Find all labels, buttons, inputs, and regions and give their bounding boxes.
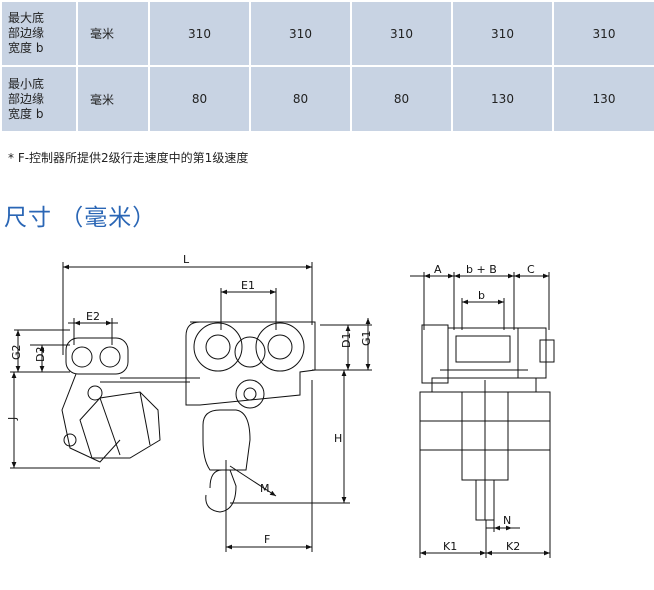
- dim-label-K2: K2: [506, 540, 520, 553]
- row-label: 最小底 部边缘 宽度 b: [0, 65, 78, 133]
- row-unit: 毫米: [76, 0, 150, 67]
- dim-label-b-plus-B: b + B: [466, 263, 497, 276]
- dim-label-E2: E2: [86, 310, 100, 323]
- dim-label-G1: G1: [360, 330, 373, 346]
- table-cell: 310: [249, 0, 352, 67]
- dim-label-G2: G2: [10, 344, 23, 360]
- dim-label-D2: D2: [34, 347, 47, 362]
- footnote: * F-控制器所提供2级行走速度中的第1级速度: [8, 151, 249, 165]
- table-cell: 310: [451, 0, 554, 67]
- table-cell: 310: [552, 0, 654, 67]
- spec-table: 最大底 部边缘 宽度 b 毫米 310 310 310 310 310 最小底 …: [0, 0, 654, 133]
- dim-label-A: A: [434, 263, 442, 276]
- front-view-drawing: [410, 272, 555, 558]
- section-title: 尺寸 （毫米）: [4, 205, 157, 231]
- side-view-drawing: [10, 262, 372, 552]
- dim-label-L: L: [183, 253, 190, 266]
- row-unit: 毫米: [76, 65, 150, 133]
- dim-label-E1: E1: [241, 279, 255, 292]
- table-cell: 310: [350, 0, 453, 67]
- table-cell: 310: [148, 0, 251, 67]
- table-cell: 80: [148, 65, 251, 133]
- dim-label-H: H: [334, 432, 342, 445]
- table-row: 最大底 部边缘 宽度 b 毫米 310 310 310 310 310: [0, 0, 654, 67]
- table-cell: 80: [249, 65, 352, 133]
- dim-label-b: b: [478, 289, 485, 302]
- table-cell: 130: [451, 65, 554, 133]
- dimension-drawing: L E1 E2 G2 D2 J D1 G1 H M F: [6, 253, 555, 558]
- table-cell: 80: [350, 65, 453, 133]
- row-label: 最大底 部边缘 宽度 b: [0, 0, 78, 67]
- dim-label-D1: D1: [340, 333, 353, 348]
- dim-label-M: M: [260, 482, 270, 495]
- dim-label-N: N: [503, 514, 511, 527]
- dim-label-J: J: [6, 417, 19, 421]
- table-cell: 130: [552, 65, 654, 133]
- table-row: 最小底 部边缘 宽度 b 毫米 80 80 80 130 130: [0, 65, 654, 133]
- front-view-labels: A b + B C b N K1 K2: [434, 263, 535, 553]
- dim-label-K1: K1: [443, 540, 457, 553]
- dim-label-C: C: [527, 263, 535, 276]
- dim-label-F: F: [264, 533, 270, 546]
- side-view-labels: L E1 E2 G2 D2 J D1 G1 H M F: [6, 253, 373, 546]
